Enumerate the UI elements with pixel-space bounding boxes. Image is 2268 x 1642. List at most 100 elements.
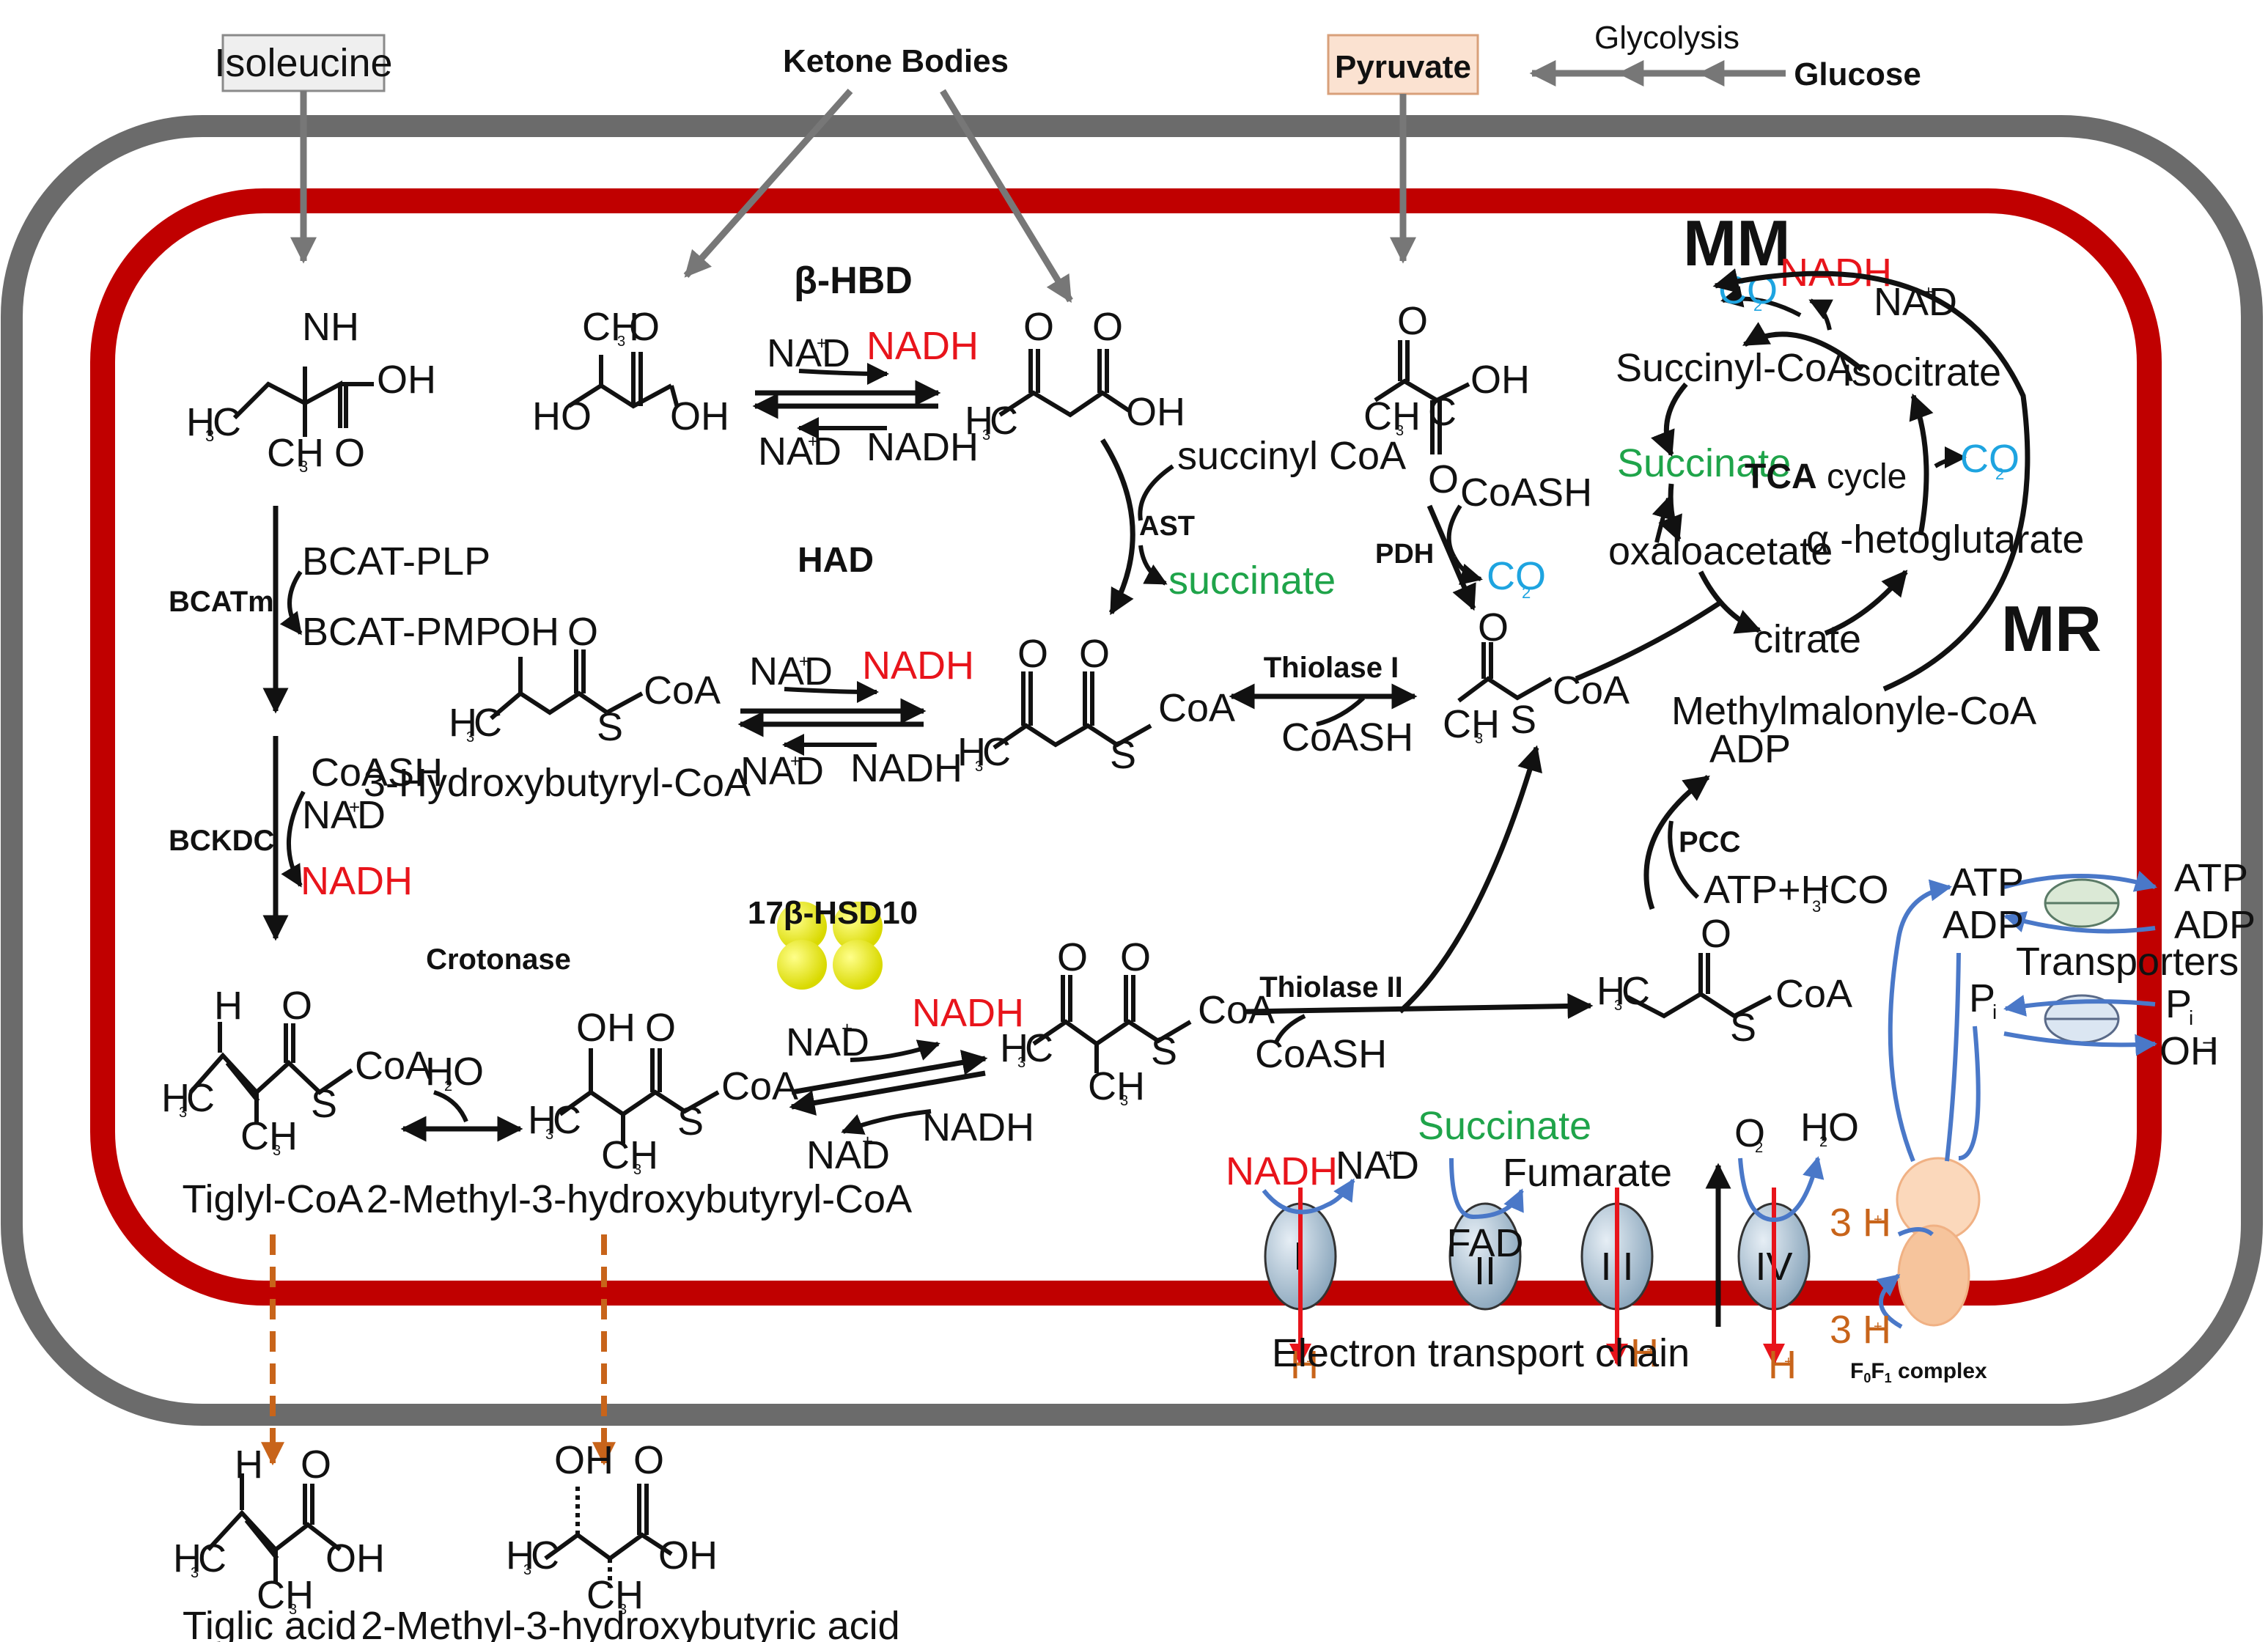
- svg-text:NAD: NAD: [749, 649, 833, 693]
- svg-text:NH: NH: [302, 305, 359, 349]
- svg-text:citrate: citrate: [1753, 617, 1861, 661]
- svg-text:CoASH: CoASH: [1460, 471, 1592, 515]
- svg-text:3: 3: [619, 1602, 627, 1618]
- svg-text:C: C: [186, 1076, 215, 1120]
- svg-text:H: H: [425, 1050, 454, 1094]
- svg-text:O: O: [301, 1443, 331, 1487]
- svg-text:ATP+HCO: ATP+HCO: [1704, 868, 1889, 912]
- svg-text:CH: CH: [1363, 394, 1421, 438]
- svg-text:CH: CH: [1443, 702, 1500, 746]
- svg-text:C: C: [198, 1536, 227, 1580]
- svg-text:O: O: [645, 1006, 676, 1050]
- svg-text:3: 3: [179, 1105, 187, 1121]
- svg-text:O: O: [1478, 605, 1509, 649]
- svg-text:OH: OH: [554, 1438, 614, 1482]
- svg-text:H: H: [235, 1443, 263, 1487]
- hydroxybutyryl-coa-name: 3-Hydroxybutyryl-CoA: [364, 761, 751, 805]
- etc-complex-2: FAD II: [1446, 1202, 1524, 1311]
- svg-text:CH: CH: [257, 1573, 314, 1617]
- svg-text:ADP: ADP: [2174, 903, 2256, 947]
- thiolase1-label: Thiolase I: [1264, 652, 1399, 684]
- svg-text:OH: OH: [500, 610, 559, 654]
- svg-text:2: 2: [1995, 465, 2004, 483]
- tiglyl-coa-structure: H O H 3 C CH 3 S CoA: [161, 984, 432, 1159]
- bckdc-label: BCKDC: [169, 825, 274, 857]
- svg-text:C: C: [1025, 1026, 1053, 1070]
- mhb-acid-structure: OH O H 3 C CH 3 OH: [506, 1438, 718, 1618]
- svg-text:O: O: [1023, 305, 1054, 349]
- svg-text:H: H: [957, 730, 986, 774]
- svg-text:C: C: [213, 400, 241, 444]
- svg-text:3: 3: [466, 729, 474, 745]
- svg-text:Succinate: Succinate: [1418, 1104, 1591, 1148]
- svg-text:Transporters: Transporters: [2016, 940, 2239, 984]
- svg-text:H: H: [528, 1098, 556, 1142]
- ketone-arrow-right: [940, 89, 1073, 303]
- svg-text:S: S: [1730, 1006, 1756, 1050]
- svg-text:NADH: NADH: [922, 1105, 1034, 1149]
- crotonase-label: Crotonase: [426, 943, 571, 976]
- svg-text:O: O: [567, 610, 598, 654]
- svg-text:BCAT-PLP: BCAT-PLP: [302, 540, 490, 583]
- svg-text:3: 3: [633, 1162, 641, 1178]
- svg-text:NAD: NAD: [740, 749, 824, 793]
- svg-text:CH: CH: [1088, 1064, 1145, 1108]
- svg-text:CoASH: CoASH: [1281, 715, 1413, 759]
- svg-text:3: 3: [289, 1602, 297, 1618]
- svg-text:3 H: 3 H: [1830, 1308, 1891, 1352]
- svg-text:3: 3: [205, 427, 214, 445]
- svg-text:+: +: [862, 1130, 873, 1152]
- svg-text:H: H: [506, 1534, 534, 1577]
- svg-text:O: O: [1397, 299, 1428, 343]
- svg-text:2: 2: [1522, 583, 1531, 602]
- svg-text:CH: CH: [240, 1114, 298, 1158]
- acetyl-coa-structure: O CoA CH 3 S: [1443, 605, 1630, 747]
- svg-text:H: H: [173, 1536, 202, 1580]
- svg-text:OH: OH: [1470, 358, 1530, 402]
- svg-text:C: C: [982, 730, 1011, 774]
- svg-text:O: O: [1079, 632, 1110, 676]
- f0f1-complex: [1876, 879, 1981, 1329]
- svg-text:+: +: [1385, 1146, 1396, 1166]
- tiglic-acid-structure: H O H 3 C CH 3 OH: [173, 1443, 385, 1618]
- isoleucine-box: [221, 34, 386, 92]
- svg-text:+: +: [1784, 1354, 1793, 1370]
- glucose-label: Glucose: [1794, 56, 1921, 92]
- svg-text:C: C: [1428, 390, 1457, 434]
- svg-text:+: +: [1874, 1319, 1882, 1335]
- svg-text:+: +: [799, 652, 809, 671]
- svg-text:CoA: CoA: [644, 669, 721, 713]
- svg-text:3: 3: [1120, 1093, 1128, 1109]
- svg-text:C: C: [553, 1098, 581, 1142]
- svg-text:FAD: FAD: [1446, 1221, 1523, 1265]
- hsd10-reaction: NAD + NADH NAD + NADH: [786, 991, 1034, 1177]
- svg-text:S: S: [311, 1082, 337, 1126]
- svg-text:C: C: [990, 399, 1018, 443]
- methyl-hydroxybutyryl-coa-name: 2-Methyl-3-hydroxybutyryl-CoA: [367, 1177, 912, 1221]
- svg-text:CH: CH: [582, 305, 639, 349]
- tiglyl-coa-name: Tiglyl-CoA: [182, 1177, 363, 1221]
- pcc-arrow: [1643, 775, 1710, 910]
- svg-text:+: +: [349, 796, 360, 818]
- svg-text:oxaloacetate: oxaloacetate: [1608, 529, 1833, 573]
- svg-text:i: i: [1992, 1001, 1997, 1023]
- svg-text:O: O: [1120, 935, 1151, 979]
- svg-text:i: i: [2189, 1006, 2193, 1029]
- svg-text:P: P: [1969, 976, 1995, 1020]
- svg-text:CH: CH: [267, 431, 324, 475]
- svg-text:CoA: CoA: [355, 1044, 432, 1088]
- bcatm-label: BCATm: [169, 586, 274, 618]
- svg-text:CH: CH: [601, 1133, 658, 1177]
- svg-text:NADH: NADH: [862, 644, 974, 688]
- svg-text:3: 3: [523, 1562, 531, 1578]
- svg-text:CoASH: CoASH: [1255, 1032, 1387, 1076]
- svg-text:O: O: [1057, 935, 1088, 979]
- svg-text:NADH: NADH: [301, 859, 413, 903]
- svg-text:3: 3: [982, 427, 990, 443]
- mhb-acid-name: 2-Methyl-3-hydroxybutyric acid: [361, 1604, 899, 1642]
- svg-text:NADH: NADH: [866, 425, 979, 469]
- propionyl-coa-structure: O H 3 C S CoA: [1597, 912, 1852, 1050]
- svg-text:O: O: [453, 1050, 484, 1094]
- svg-text:H: H: [161, 1076, 190, 1120]
